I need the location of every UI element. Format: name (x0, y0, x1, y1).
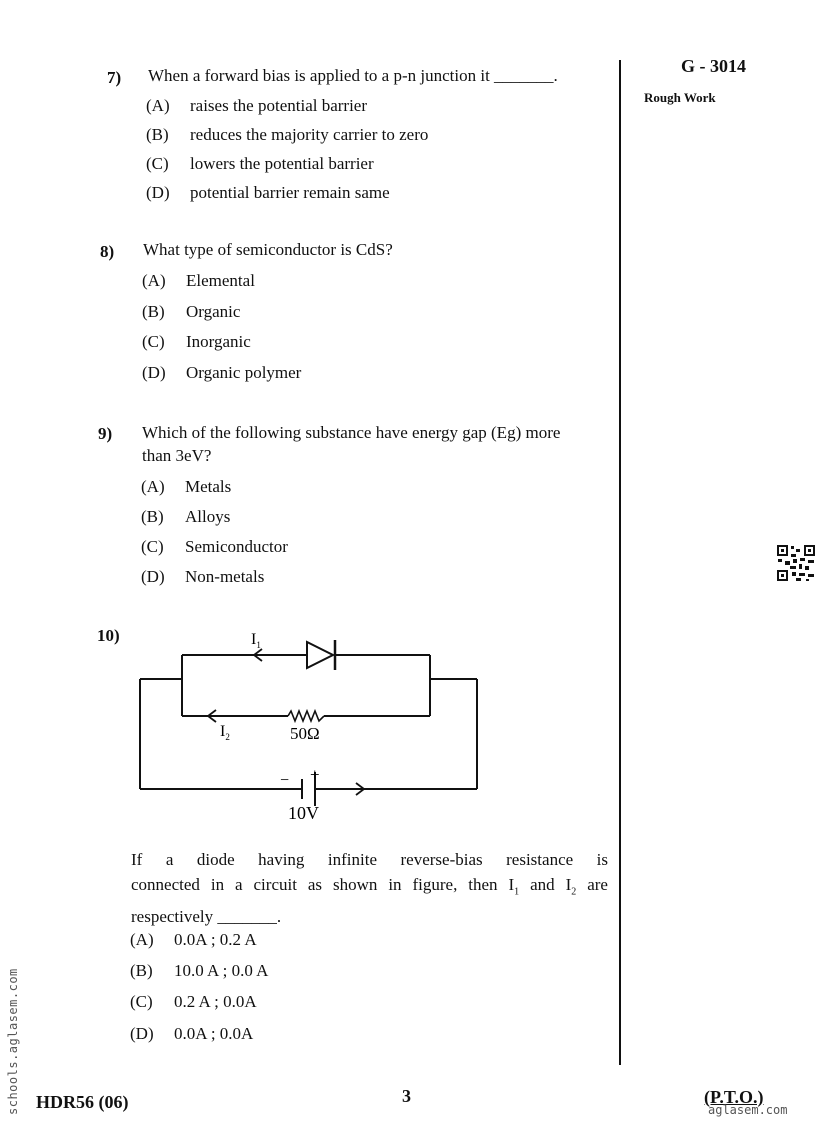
paper-code: G - 3014 (681, 56, 746, 76)
option-label: (C) (146, 154, 169, 173)
option-d: (D) potential barrier remain same (146, 183, 390, 203)
option-a: (A) Elemental (142, 271, 255, 291)
battery-plus-label: + (310, 765, 320, 784)
question-text: What type of semiconductor is CdS? (143, 240, 393, 259)
question-number: 10) (97, 626, 120, 645)
option-text: Organic polymer (186, 363, 302, 382)
para-line-1: If a diode having infinite reverse-bias … (131, 850, 608, 869)
option-label: (A) (142, 271, 166, 290)
option-b: (B) reduces the majority carrier to zero (146, 125, 428, 145)
option-text: Elemental (186, 271, 255, 290)
option-a: (A) 0.0A ; 0.2 A (130, 930, 257, 950)
option-c: (C) lowers the potential barrier (146, 154, 374, 174)
battery-label: 10V (288, 803, 319, 823)
option-label: (D) (146, 183, 170, 202)
option-label: (B) (146, 125, 169, 144)
option-text: 0.0A ; 0.0A (174, 1024, 254, 1043)
option-text: 0.2 A ; 0.0A (174, 992, 257, 1011)
option-c: (C) 0.2 A ; 0.0A (130, 992, 257, 1012)
para-line-2: connected in a circuit as shown in figur… (131, 875, 608, 898)
resistor-icon (287, 708, 325, 724)
option-d: (D) 0.0A ; 0.0A (130, 1024, 253, 1044)
option-c: (C) Semiconductor (141, 537, 288, 557)
battery-minus-label: − (280, 772, 289, 789)
option-a: (A) raises the potential barrier (146, 96, 367, 116)
option-label: (C) (142, 332, 165, 351)
option-text: Semiconductor (185, 537, 288, 556)
margin-divider (619, 60, 621, 1065)
option-label: (B) (141, 507, 164, 526)
watermark-side: schools.aglasem.com (6, 968, 20, 1115)
question-text-line-2: than 3eV? (142, 446, 212, 465)
arrow-right-icon (355, 782, 366, 796)
option-text: Metals (185, 477, 232, 496)
circuit-diagram: I1 I2 50Ω − + 10V (139, 631, 478, 823)
option-c: (C) Inorganic (142, 332, 251, 352)
option-a: (A) Metals (141, 477, 231, 497)
current-label-i1: I1 (251, 631, 261, 650)
option-label: (B) (130, 961, 153, 980)
resistor-label: 50Ω (290, 724, 320, 743)
watermark-bottom: aglasem.com (708, 1103, 788, 1117)
option-d: (D) Organic polymer (142, 363, 301, 383)
option-text: lowers the potential barrier (190, 154, 374, 173)
option-text: raises the potential barrier (190, 96, 368, 115)
pto-label: (P.T.O.) (704, 1087, 764, 1107)
option-d: (D) Non-metals (141, 567, 264, 587)
question-text: When a forward bias is applied to a p-n … (148, 66, 558, 85)
arrow-left-icon (206, 709, 217, 723)
option-b: (B) Organic (142, 302, 240, 322)
qr-code-icon (776, 544, 816, 582)
option-text: Inorganic (186, 332, 251, 351)
option-label: (C) (130, 992, 153, 1011)
question-number: 8) (100, 242, 115, 261)
question-text-line-1: Which of the following substance have en… (142, 423, 561, 442)
option-label: (A) (141, 477, 165, 496)
para-line-3: respectively _______. (131, 907, 282, 927)
option-label: (B) (142, 302, 165, 321)
option-label: (A) (130, 930, 154, 949)
option-text: Organic (186, 302, 241, 321)
question-text: If a diode having infinite reverse-bias … (131, 847, 608, 929)
footer-code: HDR56 (06) (36, 1092, 129, 1112)
option-text: Alloys (185, 507, 231, 526)
option-text: 10.0 A ; 0.0 A (174, 961, 269, 980)
option-text: potential barrier remain same (190, 183, 390, 202)
option-label: (A) (146, 96, 170, 115)
diode-icon (306, 640, 336, 670)
page-number: 3 (402, 1086, 411, 1106)
question-number: 7) (107, 68, 122, 87)
question-number: 9) (98, 424, 113, 443)
option-text: reduces the majority carrier to zero (190, 125, 429, 144)
option-label: (C) (141, 537, 164, 556)
option-label: (D) (130, 1024, 154, 1043)
arrow-left-icon (252, 648, 263, 662)
rough-work-label: Rough Work (644, 90, 716, 105)
option-text: 0.0A ; 0.2 A (174, 930, 257, 949)
option-text: Non-metals (185, 567, 265, 586)
option-label: (D) (142, 363, 166, 382)
option-b: (B) Alloys (141, 507, 230, 527)
current-label-i2: I2 (220, 723, 230, 742)
option-b: (B) 10.0 A ; 0.0 A (130, 961, 268, 981)
option-label: (D) (141, 567, 165, 586)
